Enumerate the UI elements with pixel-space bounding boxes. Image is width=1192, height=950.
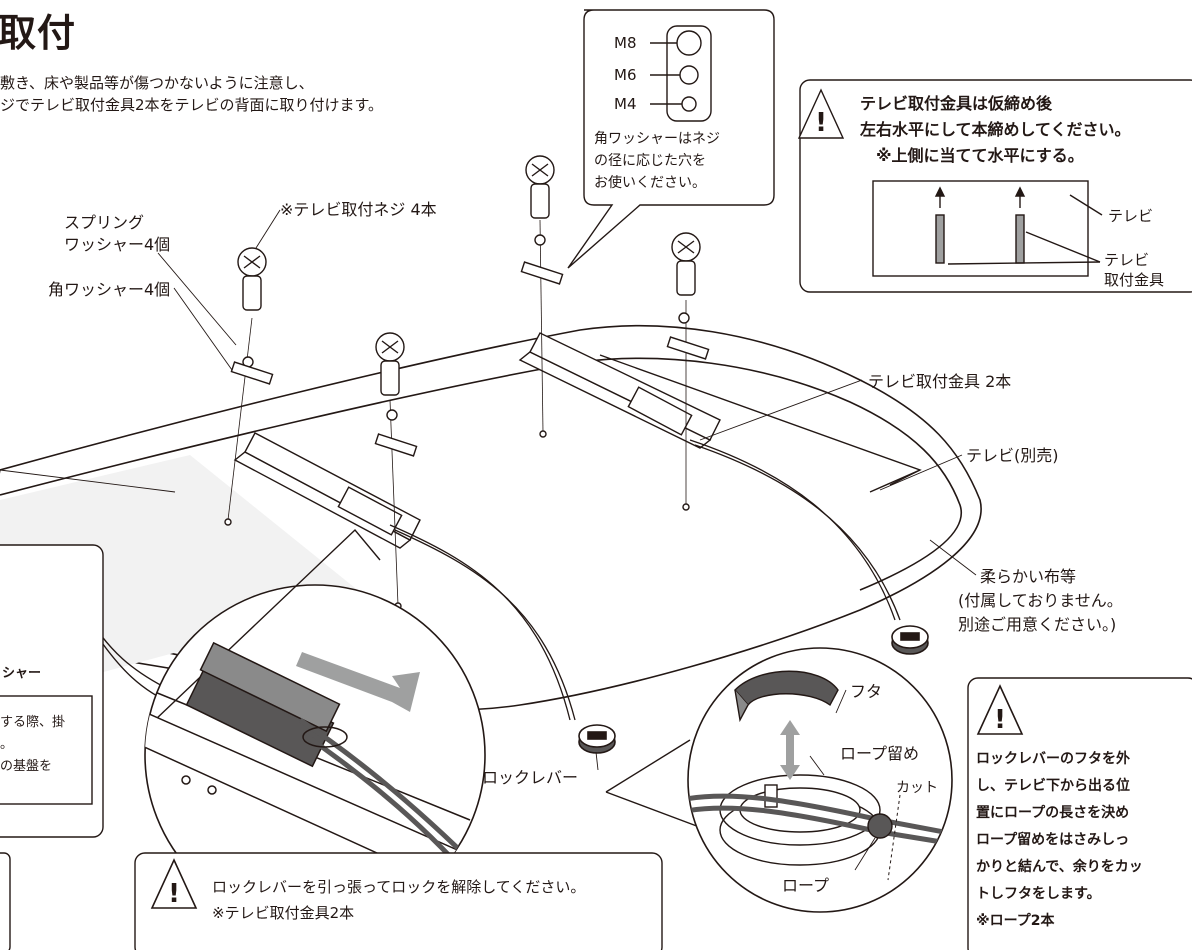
unlock-box (134, 852, 663, 950)
washer-note: 角ワッシャーはネジ の径に応じた穴を お使いください。 (594, 128, 720, 194)
leader-lines (0, 209, 977, 771)
rope-instructions: ロックレバーのフタを外 し、テレビ下から出る位 置にロープの長さを決め ロープ留… (976, 746, 1143, 935)
warning-icon-level: ! (815, 108, 827, 138)
unlock-line2: ※テレビ取付金具2本 (212, 904, 355, 922)
intro-line: ジでテレビ取付金具2本をテレビの背面に取り付けます。 (0, 96, 384, 114)
level-tv-label: テレビ (1108, 207, 1154, 225)
cut-label: カット (896, 780, 938, 796)
warning-icon-unlock: ! (168, 879, 180, 909)
left-box-fragment: シャー (2, 666, 42, 681)
cloth-label: 柔らかい布等 (付属しておりません。 別途ご用意ください。) (958, 565, 1123, 637)
hole-m6-label: M6 (614, 66, 637, 84)
warning-icon-rope: ! (994, 705, 1006, 735)
level-bracket-label: テレビ 取付金具 (1104, 250, 1164, 290)
level-bracket-line: テレビ (1104, 251, 1150, 269)
rope-line: トしフタをします。 (976, 886, 1101, 902)
rope-line: し、テレビ下から出る位 (976, 778, 1130, 794)
hole-size-callout (567, 9, 775, 269)
spring-washer-label: スプリング ワッシャー4個 (64, 212, 170, 256)
rope-line: かりと結んで、余りをカッ (976, 859, 1143, 875)
unlock-text: ロックレバーを引っ張ってロックを解除してください。 ※テレビ取付金具2本 (212, 874, 585, 926)
level-box (797, 79, 1192, 293)
intro-line: 敷き、床や製品等が傷つかないように注意し、 (0, 74, 314, 92)
lock-lever-label: ロックレバー (482, 768, 579, 787)
washer-note-line: 角ワッシャーはネジ (594, 131, 720, 147)
rope-line: 置にロープの長さを決め (976, 805, 1130, 821)
spring-washer-line: スプリング (64, 213, 145, 232)
mount-bracket-left (233, 432, 421, 549)
level-bracket-line: 取付金具 (1104, 271, 1165, 289)
screws-label: ※テレビ取付ネジ 4本 (280, 200, 437, 219)
rope-box (967, 677, 1192, 950)
screw-set (224, 155, 710, 610)
left-note-line: する際、掛 (0, 715, 66, 730)
rope-line: ※ロープ2本 (976, 913, 1055, 929)
intro-text: 敷き、床や製品等が傷つかないように注意し、 ジでテレビ取付金具2本をテレビの背面… (0, 72, 383, 116)
pull-arrow (296, 652, 420, 712)
level-line1: テレビ取付金具は仮締め後 (860, 94, 1053, 113)
rope-stopper-label: ロープ留め (840, 744, 920, 763)
hole-m4-label: M4 (614, 95, 637, 113)
hole-m8-label: M8 (614, 34, 637, 52)
left-detail-box (0, 470, 104, 950)
left-note-line: 。 (0, 737, 14, 752)
square-washer-label: 角ワッシャー4個 (48, 280, 171, 299)
spring-washer-line: ワッシャー4個 (64, 235, 171, 254)
cloth-line: 別途ご用意ください。) (958, 615, 1117, 634)
level-line3: ※上側に当てて水平にする。 (876, 146, 1084, 165)
unlock-line1: ロックレバーを引っ張ってロックを解除してください。 (212, 878, 586, 896)
brackets-label: テレビ取付金具 2本 (868, 372, 1012, 391)
rope-line: ロープ留めをはさみしっ (976, 832, 1130, 848)
tv-label: テレビ(別売) (966, 446, 1059, 465)
level-line2: 左右水平にして本締めしてください。 (860, 120, 1131, 139)
left-box-note: する際、掛 。 の基盤を (0, 712, 65, 778)
rope-line: ロックレバーのフタを外 (976, 751, 1130, 767)
lock-lever-right (891, 625, 929, 655)
page-title: 取付 (0, 11, 77, 55)
cloth-line: (付属しておりません。 (958, 591, 1123, 610)
lock-lever-left (578, 724, 616, 754)
cloth-line: 柔らかい布等 (980, 567, 1077, 586)
washer-note-line: お使いください。 (594, 175, 706, 191)
mount-bracket-right (518, 332, 721, 449)
rope-label: ロープ (782, 876, 830, 895)
cap-label: フタ (850, 682, 883, 701)
tv-box (599, 354, 922, 493)
rope-detail-lens (605, 647, 953, 913)
ropes (389, 439, 901, 721)
washer-note-line: の径に応じた穴を (594, 153, 706, 169)
left-note-line: の基盤を (0, 759, 53, 774)
